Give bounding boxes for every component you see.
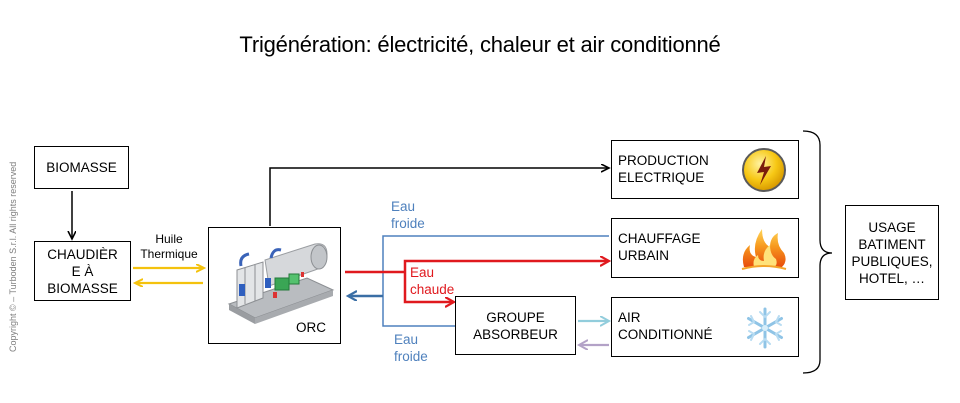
production-line-2: ELECTRIQUE <box>618 170 705 185</box>
groupe-line-1: GROUPE <box>486 309 545 325</box>
groupe-line-2: ABSORBEUR <box>473 326 558 342</box>
production-label: PRODUCTION ELECTRIQUE <box>618 152 709 186</box>
air-line-1: AIR <box>618 310 641 325</box>
usage-line-3: PUBLIQUES, <box>851 253 933 269</box>
usage-batiment-box: USAGE BATIMENT PUBLIQUES, HOTEL, … <box>845 205 939 300</box>
groupe-label: GROUPE ABSORBEUR <box>473 309 558 343</box>
line-eau-froide-top <box>382 235 609 327</box>
air-line-2: CONDITIONNÉ <box>618 327 713 342</box>
arrow-eau-chaude-to-chauffage <box>403 261 608 272</box>
chauffage-line-1: CHAUFFAGE <box>618 231 701 246</box>
lightning-icon <box>742 148 786 192</box>
chaudiere-line-2: E À <box>71 263 94 279</box>
eau-froide-top-line-2: froide <box>391 216 425 231</box>
biomasse-label: BIOMASSE <box>46 160 117 175</box>
snowflake-icon <box>747 307 783 349</box>
groupe-absorbeur-box: GROUPE ABSORBEUR <box>455 296 576 355</box>
chaudiere-line-3: BIOMASSE <box>47 280 118 296</box>
eau-chaude-label: Eau chaude <box>410 264 454 298</box>
huile-thermique-label: Huile Thermique <box>134 232 204 262</box>
huile-line-2: Thermique <box>140 247 198 261</box>
production-line-1: PRODUCTION <box>618 153 709 168</box>
page-title: Trigénération: électricité, chaleur et a… <box>239 32 721 57</box>
chauffage-line-2: URBAIN <box>618 248 670 263</box>
copyright-notice: Copyright © – Turboden S.r.l. All rights… <box>8 162 18 352</box>
eau-chaude-line-1: Eau <box>410 265 435 280</box>
flame-icon <box>741 229 787 270</box>
orc-machine-icon <box>227 243 335 324</box>
chauffage-urbain-box: CHAUFFAGE URBAIN <box>611 218 799 278</box>
biomasse-box: BIOMASSE <box>34 146 129 189</box>
chauffage-label: CHAUFFAGE URBAIN <box>618 230 701 264</box>
air-label: AIR CONDITIONNÉ <box>618 309 713 343</box>
usage-label: USAGE BATIMENT PUBLIQUES, HOTEL, … <box>851 219 932 287</box>
eau-froide-bottom-line-1: Eau <box>394 332 419 347</box>
eau-froide-bottom-label: Eau froide <box>394 331 428 365</box>
arrow-eau-chaude-to-groupe <box>403 272 453 302</box>
production-electrique-box: PRODUCTION ELECTRIQUE <box>611 140 799 199</box>
usage-line-4: HOTEL, … <box>858 270 925 286</box>
eau-froide-top-label: Eau froide <box>391 198 425 232</box>
copyright-text: Copyright © – Turboden S.r.l. All rights… <box>8 162 18 352</box>
arrow-orc-to-production <box>269 168 608 226</box>
usage-line-1: USAGE <box>868 219 916 235</box>
air-conditionne-box: AIR CONDITIONNÉ <box>611 297 799 357</box>
chaudiere-label: CHAUDIÈR E À BIOMASSE <box>47 246 118 297</box>
chaudiere-box: CHAUDIÈR E À BIOMASSE <box>34 241 131 301</box>
orc-box: ORC <box>208 227 341 344</box>
usage-line-2: BATIMENT <box>858 236 926 252</box>
orc-label: ORC <box>296 320 326 335</box>
huile-line-1: Huile <box>155 232 183 246</box>
eau-froide-bottom-line-2: froide <box>394 349 428 364</box>
chaudiere-line-1: CHAUDIÈR <box>47 246 118 262</box>
eau-froide-top-line-1: Eau <box>391 199 416 214</box>
eau-chaude-line-2: chaude <box>410 282 455 297</box>
grouping-brace <box>802 130 833 374</box>
